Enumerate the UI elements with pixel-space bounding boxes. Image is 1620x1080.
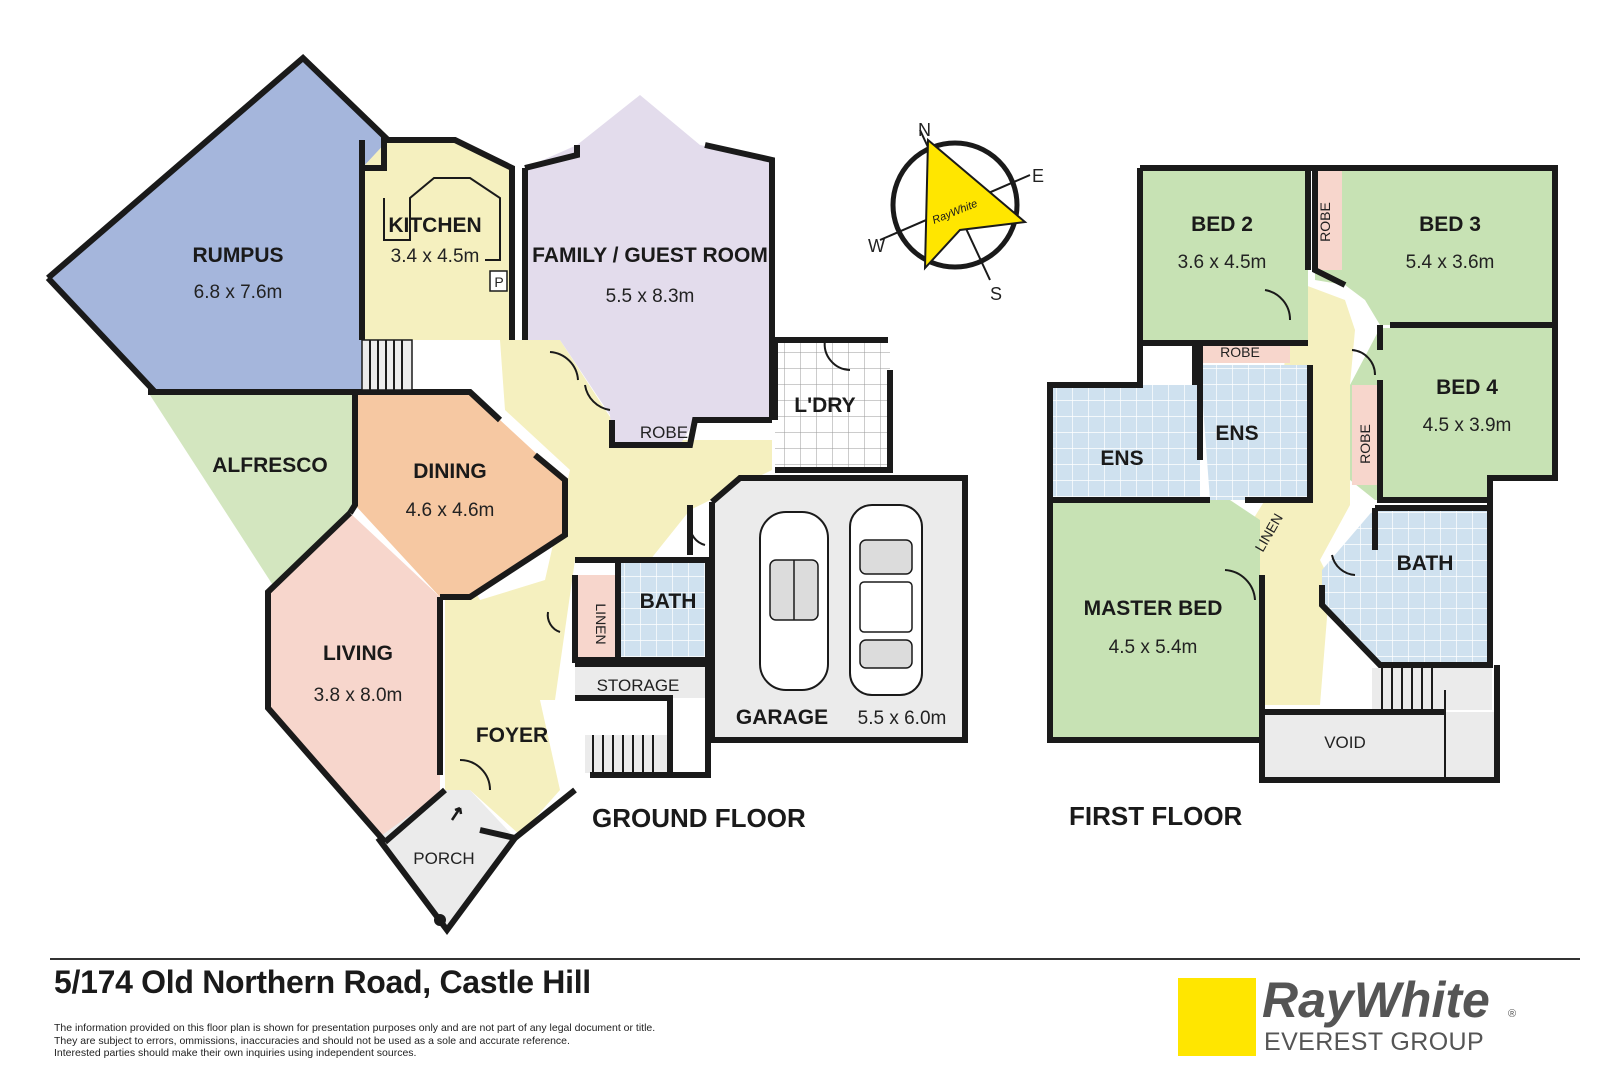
- bed2-door-swing: [1264, 289, 1292, 321]
- void-label: VOID: [1324, 733, 1366, 752]
- kitchen-dimension: 3.4 x 4.5m: [391, 246, 480, 267]
- compass-s-label: S: [990, 284, 1002, 304]
- compass-rose: N E S W RayWhite: [868, 120, 1044, 304]
- ground-bath-room: [618, 560, 708, 660]
- bath-door-swing: [1331, 554, 1356, 576]
- dining-label: DINING: [413, 460, 487, 483]
- garage-dimension: 5.5 x 6.0m: [858, 708, 947, 729]
- void-area: [1262, 712, 1497, 780]
- linen-door-swing: [546, 611, 561, 633]
- brand-name: RayWhite: [1262, 972, 1490, 1028]
- compass-n-label: N: [918, 120, 931, 140]
- entry-door-swing: [459, 759, 491, 791]
- family-room: [525, 95, 772, 445]
- garage-door-swing: [688, 524, 706, 546]
- master-bed-dimension: 4.5 x 5.4m: [1109, 637, 1198, 658]
- bed4-robe-label: ROBE: [1357, 424, 1373, 464]
- footer-divider: [50, 958, 1580, 960]
- pantry-label: P: [494, 274, 503, 290]
- ground-linen-label: LINEN: [593, 603, 609, 644]
- dining-dimension: 4.6 x 4.6m: [406, 500, 495, 521]
- alfresco-label: ALFRESCO: [212, 454, 328, 477]
- disclaimer-text: The information provided on this floor p…: [54, 1022, 774, 1060]
- family-door-swing: [584, 384, 611, 411]
- brand-registered-mark: ®: [1508, 1008, 1517, 1020]
- raywhite-logo-square-icon: [1178, 978, 1256, 1056]
- bed2-dimension: 3.6 x 4.5m: [1178, 252, 1267, 273]
- bed4-door-swing: [1351, 349, 1377, 376]
- master-bed-room: [1050, 500, 1260, 740]
- compass-w-label: W: [868, 236, 885, 256]
- rumpus-stairs: [361, 339, 413, 391]
- kitchen-label: KITCHEN: [388, 214, 481, 237]
- rumpus-room: [48, 58, 388, 392]
- storage-room: [575, 664, 708, 698]
- car-convertible-icon: [759, 511, 829, 691]
- bed4-dimension: 4.5 x 3.9m: [1423, 415, 1512, 436]
- ens-right-room: [1200, 365, 1310, 500]
- brand-subtitle: EVEREST GROUP: [1264, 1028, 1485, 1056]
- living-dimension: 3.8 x 8.0m: [314, 685, 403, 706]
- laundry-label: L'DRY: [794, 394, 855, 417]
- dining-room: [355, 392, 565, 597]
- first-floor: BED 2 3.6 x 4.5m BED 3 5.4 x 3.6m BED 4 …: [1047, 165, 1558, 831]
- ens-right-label: ENS: [1215, 422, 1258, 445]
- kitchen-bench: [383, 177, 501, 261]
- rumpus-dimension: 6.8 x 7.6m: [194, 282, 283, 303]
- foyer-stairs-treads: [592, 735, 654, 773]
- dining-door-swing: [549, 351, 579, 381]
- first-stairs-treads: [1381, 668, 1446, 780]
- alfresco-area: [148, 392, 355, 590]
- master-bed-label: MASTER BED: [1084, 597, 1223, 620]
- ground-floor-title: GROUND FLOOR: [592, 803, 806, 833]
- bed3-label: BED 3: [1419, 213, 1481, 236]
- first-bath-label: BATH: [1397, 552, 1454, 575]
- bed3-robe-label: ROBE: [1317, 202, 1333, 242]
- foyer-label: FOYER: [476, 724, 548, 747]
- ground-linen-cupboard: [575, 575, 618, 660]
- master-door-swing: [1224, 569, 1256, 601]
- foyer-stairs: [585, 735, 670, 773]
- porch-area: [378, 790, 515, 930]
- compass-north-arrow-icon: [923, 137, 1028, 271]
- bed2-label: BED 2: [1191, 213, 1253, 236]
- family-dimension: 5.5 x 8.3m: [606, 286, 695, 307]
- ens-left-label: ENS: [1100, 447, 1143, 470]
- bed3-dimension: 5.4 x 3.6m: [1406, 252, 1495, 273]
- storage-label: STORAGE: [597, 676, 680, 695]
- bed2-room: [1140, 168, 1308, 343]
- first-bath-room: [1322, 508, 1490, 665]
- compass-e-label: E: [1032, 166, 1044, 186]
- top-robe-label: ROBE: [1220, 344, 1260, 360]
- car-suv-icon: [849, 504, 923, 696]
- laundry-door-swing: [823, 339, 851, 371]
- property-address: 5/174 Old Northern Road, Castle Hill: [54, 964, 591, 1000]
- garage-room: [712, 478, 965, 740]
- porch-post: [434, 914, 446, 926]
- ground-floor: RUMPUS 6.8 x 7.6m KITCHEN 3.4 x 4.5m FAM…: [45, 53, 968, 936]
- entry-arrow-icon: [450, 806, 463, 821]
- ground-robe-label: ROBE: [640, 423, 688, 442]
- disclaimer-line: They are subject to errors, ommissions, …: [54, 1034, 570, 1047]
- ground-bath-label: BATH: [640, 590, 697, 613]
- living-label: LIVING: [323, 642, 393, 665]
- living-room: [268, 513, 440, 842]
- bed4-label: BED 4: [1436, 376, 1498, 399]
- rumpus-label: RUMPUS: [192, 244, 283, 267]
- ens-left-room: [1050, 345, 1200, 500]
- porch-label: PORCH: [413, 849, 474, 868]
- disclaimer-line: Interested parties should make their own…: [54, 1047, 417, 1059]
- family-label: FAMILY / GUEST ROOM: [532, 244, 768, 267]
- kitchen-room: [362, 138, 512, 340]
- garage-label: GARAGE: [736, 706, 828, 729]
- disclaimer-line: The information provided on this floor p…: [54, 1022, 656, 1034]
- top-robe: [1200, 343, 1290, 363]
- first-floor-title: FIRST FLOOR: [1069, 801, 1243, 831]
- bed4-room: [1350, 328, 1555, 500]
- bed3-room: [1315, 168, 1555, 325]
